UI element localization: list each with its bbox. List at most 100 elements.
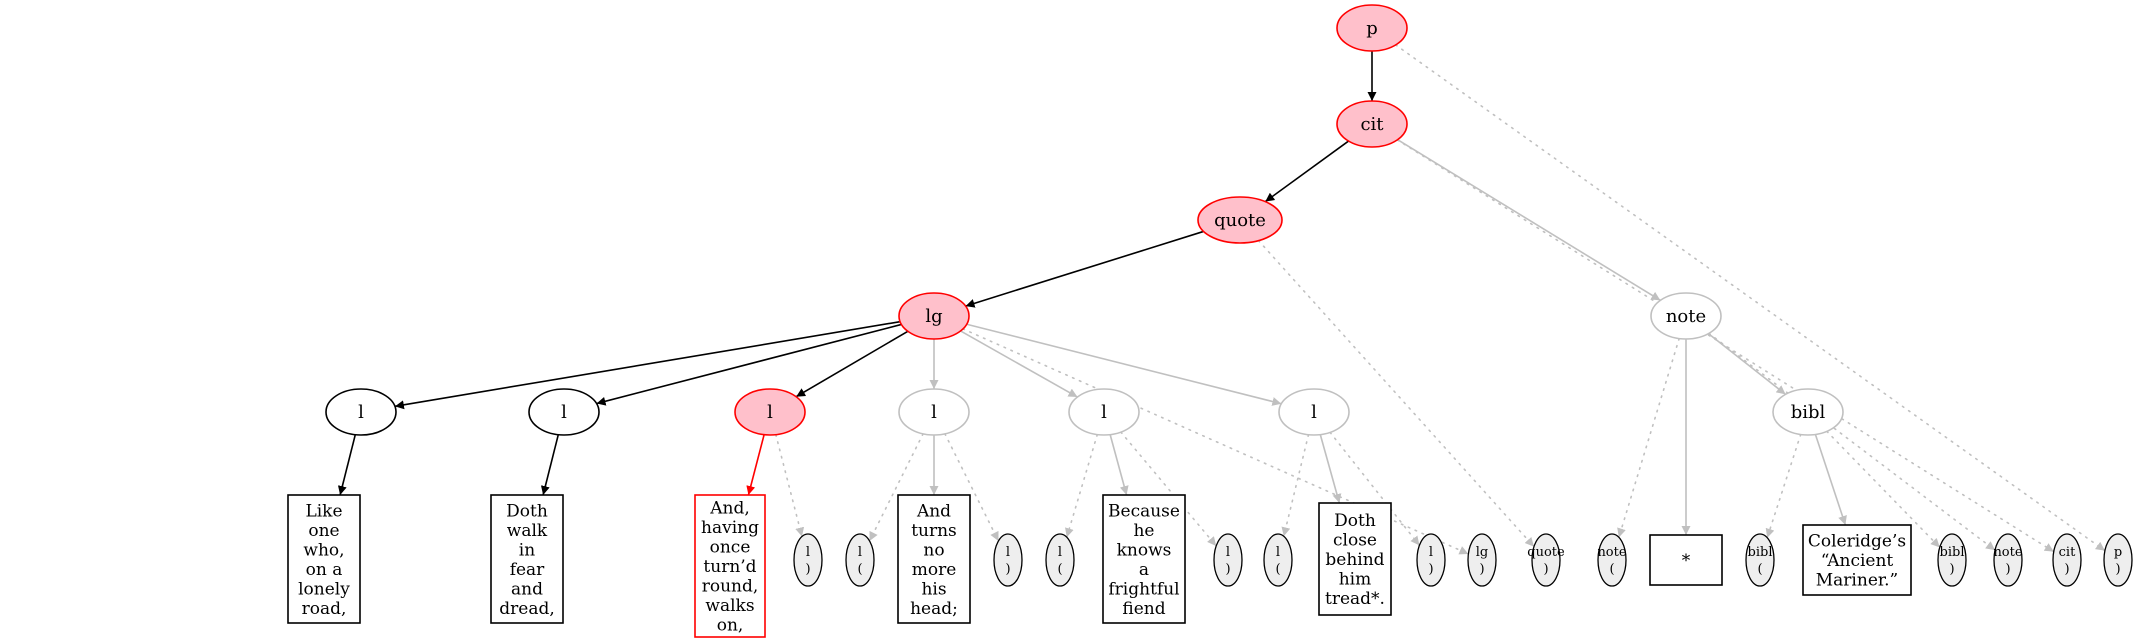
- box-text-line: his: [921, 579, 946, 599]
- marker-text: ): [1225, 562, 1230, 577]
- node-label: l: [561, 402, 567, 423]
- node-quote: quote: [1197, 196, 1283, 244]
- node-shape: [898, 292, 970, 340]
- marker-text: ): [1543, 562, 1548, 577]
- node-label: l: [767, 402, 773, 423]
- box-text-line: And,: [709, 499, 750, 519]
- box-text-line: on a: [306, 560, 343, 580]
- edge-lg-to-s8: [962, 328, 1470, 555]
- edge-l2-to-b2: [540, 434, 560, 496]
- box-text-line: Doth: [1334, 511, 1376, 531]
- edge-quote-to-lg: [965, 230, 1204, 308]
- box-text-line: on,: [717, 616, 744, 636]
- box-text-line: in: [519, 540, 535, 560]
- node-shape: [898, 388, 970, 436]
- marker-node-s2: l(: [845, 533, 875, 587]
- node-l4: l: [898, 388, 970, 436]
- node-cit: cit: [1336, 100, 1408, 148]
- box-shape: [1318, 502, 1392, 616]
- node-l5: l: [1068, 388, 1140, 436]
- marker-text: quote: [1527, 545, 1565, 560]
- box-text-line: head;: [910, 599, 958, 619]
- marker-node-s10: note (: [1597, 533, 1627, 587]
- marker-shape: [845, 533, 875, 587]
- box-text-line: “Ancient: [1821, 551, 1894, 571]
- marker-text: cit: [2059, 545, 2076, 560]
- marker-node-s12: bibl): [1937, 533, 1967, 587]
- box-text-line: dread,: [499, 599, 555, 619]
- box-shape: [1802, 524, 1912, 596]
- box-text-line: him: [1339, 570, 1372, 590]
- marker-text: l: [858, 545, 862, 560]
- edge-bibl-to-s12: [1826, 430, 1941, 549]
- box-text-line: Because: [1108, 501, 1180, 521]
- box-shape: [694, 494, 766, 638]
- edge-p-to-s15: [1394, 44, 2106, 552]
- edge-l3-to-b3: [746, 434, 765, 496]
- marker-text: note: [1597, 545, 1626, 560]
- box-text-line: having: [701, 518, 759, 538]
- marker-node-s4: l(: [1045, 533, 1075, 587]
- marker-node-s3: l): [993, 533, 1023, 587]
- marker-text: (: [857, 562, 862, 577]
- edge-l6-to-s7: [1329, 431, 1421, 547]
- edge-cit-to-quote: [1264, 140, 1350, 203]
- box-text-line: more: [912, 560, 957, 580]
- box-text-line: Doth: [506, 501, 548, 521]
- box-text-line: fiend: [1122, 599, 1165, 619]
- marker-text: (: [1609, 562, 1614, 577]
- marker-node-s6: l(: [1263, 533, 1293, 587]
- box-text-line: walks: [705, 596, 754, 616]
- box-text-line: behind: [1325, 550, 1384, 570]
- box-text-line: *: [1682, 551, 1691, 571]
- marker-text: l: [1429, 545, 1433, 560]
- node-shape: [1336, 100, 1408, 148]
- box-text-line: knows: [1117, 540, 1172, 560]
- marker-text: ): [805, 562, 810, 577]
- box-text-line: close: [1333, 531, 1377, 551]
- edge-l3-to-s1: [775, 433, 805, 538]
- edge-bibl-to-s11: [1765, 433, 1802, 539]
- node-label: p: [1366, 18, 1378, 39]
- text-box-b7: *: [1649, 534, 1723, 586]
- edge-note-to-s10: [1617, 337, 1680, 539]
- marker-text: note: [1993, 545, 2022, 560]
- node-l1: l: [325, 388, 397, 436]
- marker-shape: [1213, 533, 1243, 587]
- box-text-line: Mariner.”: [1816, 571, 1898, 591]
- box-text-line: round,: [702, 577, 759, 597]
- box-text-line: once: [710, 538, 751, 558]
- edge-l6-to-b6: [1319, 434, 1342, 504]
- marker-node-s11: bibl(: [1745, 533, 1775, 587]
- edge-quote-to-s9: [1257, 239, 1535, 548]
- marker-shape: [2103, 533, 2133, 587]
- edge-cit-to-s14: [1396, 139, 2055, 553]
- marker-shape: [1597, 533, 1627, 587]
- edge-l6-to-s6: [1281, 433, 1310, 538]
- node-shape: [528, 388, 600, 436]
- edge-note-to-bibl: [1707, 333, 1787, 395]
- box-text-line: turns: [911, 521, 957, 541]
- node-lg: lg: [898, 292, 970, 340]
- marker-text: l: [1226, 545, 1230, 560]
- node-label: quote: [1214, 210, 1266, 231]
- marker-text: ): [1949, 562, 1954, 577]
- edge-lg-to-l6: [966, 323, 1282, 406]
- node-label: lg: [925, 306, 942, 327]
- box-text-line: a: [1139, 560, 1149, 580]
- marker-shape: [2052, 533, 2082, 587]
- marker-node-s5: l): [1213, 533, 1243, 587]
- marker-text: l: [1276, 545, 1280, 560]
- marker-node-s7: l): [1416, 533, 1446, 587]
- box-text-line: turn’d: [703, 557, 756, 577]
- box-text-line: Like: [305, 501, 342, 521]
- edge-l4-to-s3: [944, 433, 1000, 542]
- box-shape: [897, 494, 971, 624]
- node-shape: [1336, 4, 1408, 52]
- box-text-line: And: [916, 501, 951, 521]
- node-shape: [1068, 388, 1140, 436]
